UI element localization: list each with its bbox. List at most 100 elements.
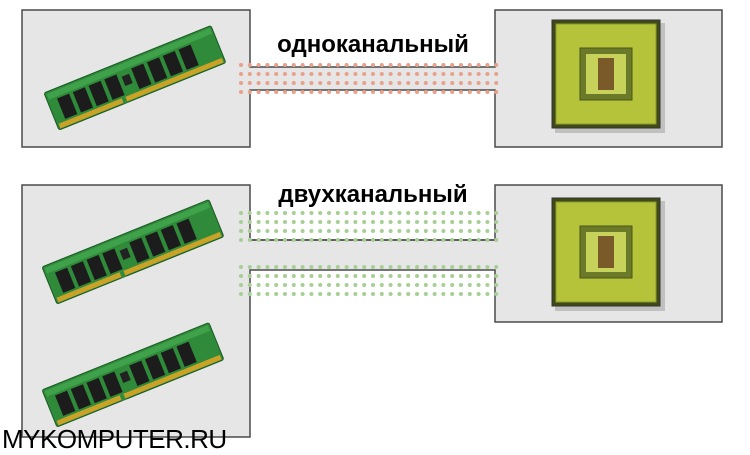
bus-dot — [423, 238, 428, 242]
bus-dot — [353, 211, 358, 215]
bus-dot — [239, 72, 243, 76]
bus-dot — [432, 229, 437, 233]
bus-dot — [441, 274, 446, 278]
bus-dot — [397, 283, 402, 287]
bus-dot — [406, 274, 411, 278]
bus-dot — [309, 292, 314, 296]
single-channel-section: одноканальный — [21, 9, 723, 148]
bus-dot — [318, 229, 323, 233]
dual-channel-bus — [239, 211, 499, 296]
bus-dot — [362, 90, 367, 94]
bus-dot — [239, 63, 243, 67]
bus-dot — [415, 265, 419, 269]
bus-dot — [309, 72, 314, 76]
bus-dot — [379, 81, 384, 85]
bus-dot — [256, 292, 261, 296]
bus-dot — [265, 81, 270, 85]
bus-dot — [274, 72, 279, 76]
bus-dot — [415, 238, 419, 242]
bus-dot — [397, 72, 402, 76]
bus-dot — [494, 283, 499, 287]
bus-dot — [459, 292, 463, 296]
bus-dot — [239, 292, 243, 296]
bus-dot — [274, 238, 279, 242]
bus-dot — [362, 81, 367, 85]
bus-dot — [239, 229, 243, 233]
bus-dot — [406, 211, 411, 215]
dual-channel-section: двухканальный — [21, 181, 723, 438]
bus-dot — [406, 265, 411, 269]
bus-dot — [476, 211, 481, 215]
bus-dot — [300, 81, 305, 85]
bus-dot — [291, 63, 296, 67]
bus-dot — [344, 265, 349, 269]
bus-dot — [423, 283, 428, 287]
bus-dot — [494, 274, 499, 278]
bus-dot — [388, 229, 393, 233]
bus-dot — [432, 211, 437, 215]
bus-dot — [476, 229, 481, 233]
bus-dot — [467, 72, 472, 76]
bus-dot — [309, 265, 314, 269]
bus-dot — [485, 238, 490, 242]
bus-dot — [318, 238, 323, 242]
bus-dot — [335, 220, 340, 224]
bus-dot — [309, 220, 314, 224]
bus-dot — [371, 81, 375, 85]
bus-dot — [397, 90, 402, 94]
bus-dot — [327, 283, 331, 287]
bus-dot — [362, 292, 367, 296]
bus-dot — [379, 292, 384, 296]
bus-dot — [283, 211, 287, 215]
bus-dot — [335, 63, 340, 67]
bus-dot — [309, 283, 314, 287]
bus-dot — [397, 265, 402, 269]
bus-dot — [441, 229, 446, 233]
bus-dot — [450, 265, 455, 269]
bus-dot — [467, 90, 472, 94]
bus-dot — [362, 63, 367, 67]
bus-dot — [379, 265, 384, 269]
bus-dot — [283, 220, 287, 224]
bus-dot — [256, 274, 261, 278]
bus-dot — [432, 283, 437, 287]
bus-dot — [371, 292, 375, 296]
bus-dot — [344, 63, 349, 67]
bus-dot — [371, 211, 375, 215]
bus-dot — [327, 63, 331, 67]
bus-dot — [379, 238, 384, 242]
bus-dot — [283, 81, 287, 85]
bus-dot — [335, 292, 340, 296]
single-channel-bus — [239, 63, 499, 94]
bus-dot — [467, 229, 472, 233]
bus-dot — [353, 238, 358, 242]
bus-dot — [450, 63, 455, 67]
bus-dot — [327, 265, 331, 269]
bus-dot — [388, 90, 393, 94]
bus-dot — [494, 292, 499, 296]
bus-dot — [415, 211, 419, 215]
bus-dot — [274, 265, 279, 269]
bus-dot — [494, 229, 499, 233]
bus-dot — [318, 220, 323, 224]
bus-dot — [371, 220, 375, 224]
bus-dot — [239, 238, 243, 242]
bus-dot — [397, 211, 402, 215]
bus-dot — [476, 265, 481, 269]
bus-dot — [335, 229, 340, 233]
bus-dot — [362, 283, 367, 287]
bus-dot — [309, 274, 314, 278]
bus-dot — [371, 238, 375, 242]
bus-dot — [300, 265, 305, 269]
bus-dot — [406, 81, 411, 85]
bus-dot — [327, 220, 331, 224]
bus-dot — [291, 283, 296, 287]
bus-dot — [265, 72, 270, 76]
bus-dot — [291, 238, 296, 242]
bus-dot — [300, 274, 305, 278]
bus-dot — [353, 72, 358, 76]
bus-dot — [415, 72, 419, 76]
bus-dot — [300, 283, 305, 287]
bus-dot — [291, 81, 296, 85]
